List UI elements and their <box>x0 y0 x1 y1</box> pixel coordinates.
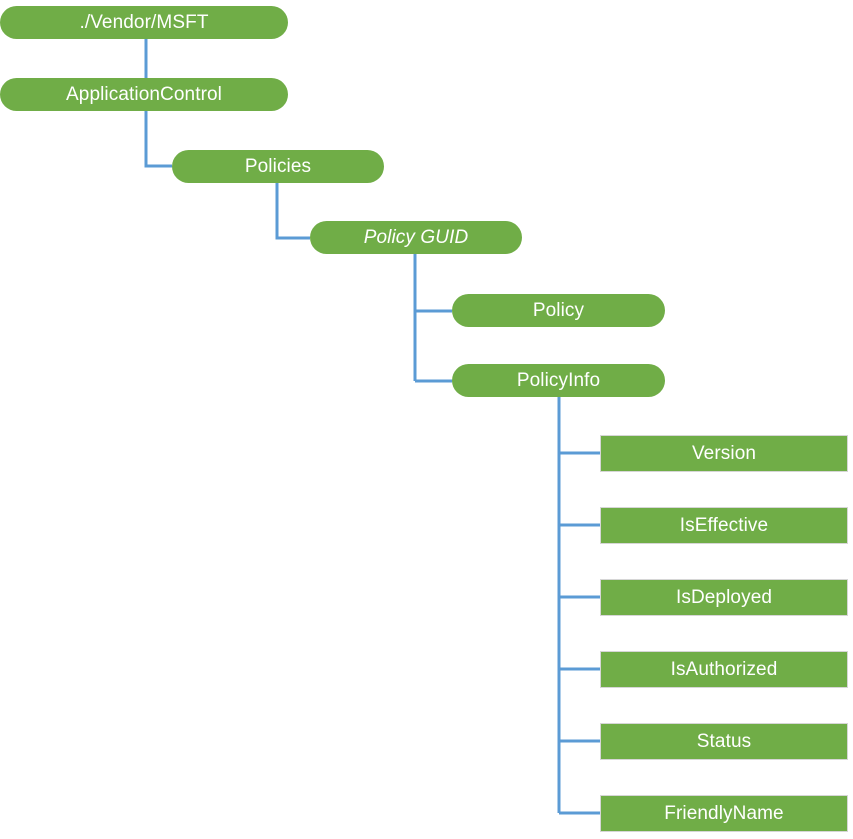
node-application-control: ApplicationControl <box>0 78 288 111</box>
node-vendor-msft: ./Vendor/MSFT <box>0 6 288 39</box>
node-is-effective: IsEffective <box>600 507 848 544</box>
node-is-authorized: IsAuthorized <box>600 651 848 688</box>
node-friendly-name: FriendlyName <box>600 795 848 832</box>
node-status: Status <box>600 723 848 760</box>
node-version: Version <box>600 435 848 472</box>
node-is-deployed: IsDeployed <box>600 579 848 616</box>
node-policies: Policies <box>172 150 384 183</box>
edge-policies-to-policyguid <box>275 183 310 240</box>
node-policy: Policy <box>452 294 665 327</box>
edge-applicationcontrol-to-policies <box>144 111 172 168</box>
node-policy-guid: Policy GUID <box>310 221 522 254</box>
node-policy-info: PolicyInfo <box>452 364 665 397</box>
